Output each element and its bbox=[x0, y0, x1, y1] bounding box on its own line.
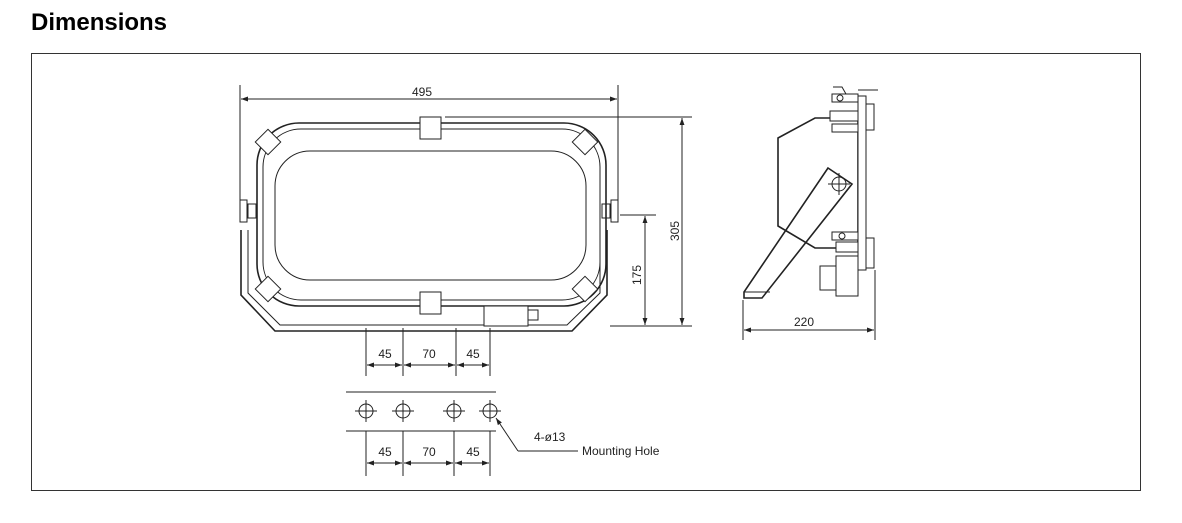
spacing-middle-value: 70 bbox=[422, 347, 436, 361]
detail-spacing-middle-value: 70 bbox=[422, 445, 436, 459]
depth-value: 220 bbox=[794, 315, 814, 329]
height-value: 305 bbox=[668, 221, 682, 241]
mounting-hole-detail: 4-ø13 Mounting Hole 45 70 45 bbox=[346, 391, 660, 476]
height-dimension: 305 bbox=[445, 116, 692, 327]
mounting-hole-3 bbox=[443, 400, 465, 422]
page-title: Dimensions bbox=[31, 9, 168, 36]
width-value: 495 bbox=[412, 85, 432, 99]
width-dimension: 495 bbox=[239, 85, 619, 200]
drawing-frame bbox=[31, 53, 1141, 491]
mounting-hole-2 bbox=[392, 400, 414, 422]
hole-spec-label: 4-ø13 bbox=[534, 430, 566, 444]
pivot-height-value: 175 bbox=[630, 265, 644, 285]
bracket-spacing-dimension: 45 70 45 bbox=[365, 336, 491, 376]
spacing-left-value: 45 bbox=[378, 347, 392, 361]
mounting-hole-label: Mounting Hole bbox=[582, 444, 660, 458]
spacing-right-value: 45 bbox=[466, 347, 480, 361]
detail-spacing-right-value: 45 bbox=[466, 445, 480, 459]
mounting-hole-4 bbox=[479, 400, 501, 422]
depth-dimension: 220 bbox=[742, 270, 876, 340]
detail-spacing-left-value: 45 bbox=[378, 445, 392, 459]
mounting-hole-1 bbox=[355, 400, 377, 422]
pivot-height-dimension: 175 bbox=[620, 214, 656, 325]
side-view bbox=[743, 86, 878, 299]
front-view bbox=[239, 116, 619, 336]
